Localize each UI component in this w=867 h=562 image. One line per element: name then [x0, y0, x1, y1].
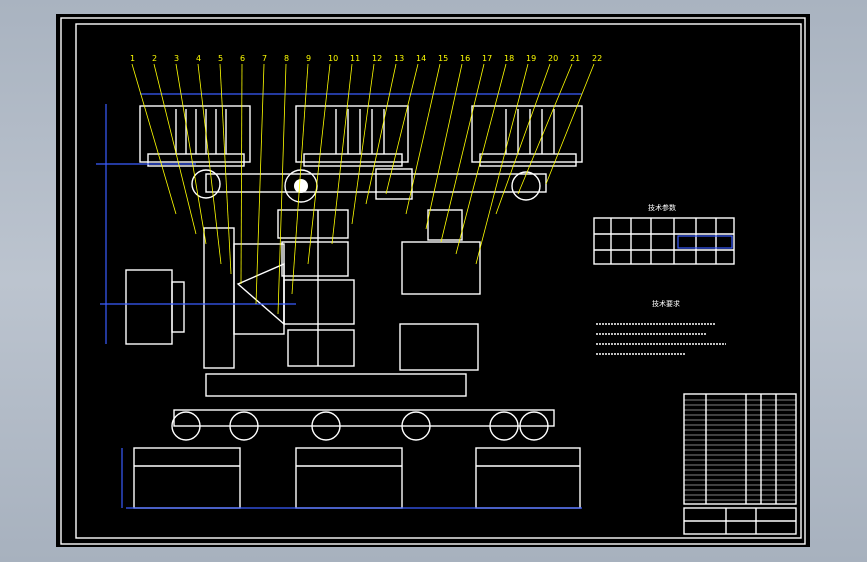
part-number-label: 10 [328, 54, 338, 63]
leader-line [197, 63, 222, 265]
sheet-border-outer [60, 17, 806, 545]
leader-line [175, 63, 207, 245]
leader-line [385, 63, 419, 195]
part-number-label: 3 [174, 54, 179, 63]
top-gearbox-left [139, 105, 251, 167]
leader-line [455, 63, 507, 255]
leader-line [131, 63, 177, 215]
part-number-label: 7 [262, 54, 267, 63]
leader-line [307, 63, 331, 265]
top-gearbox-center [295, 105, 409, 167]
leader-line [291, 63, 309, 295]
leader-line [517, 63, 573, 195]
part-number-label: 14 [416, 54, 426, 63]
sheet-border-inner [75, 23, 802, 539]
part-number-label: 19 [526, 54, 536, 63]
part-number-label: 8 [284, 54, 289, 63]
right-drum-upper [401, 209, 481, 295]
part-number-label: 5 [218, 54, 223, 63]
bottom-box-right [475, 447, 581, 509]
bottom-box-left [133, 447, 241, 509]
top-gearbox-right [471, 105, 583, 167]
part-number-label: 12 [372, 54, 382, 63]
part-number-label: 15 [438, 54, 448, 63]
leader-line [277, 63, 287, 315]
leader-line [153, 63, 197, 235]
lower-drive-shaft [171, 373, 555, 441]
dimension-lines [96, 93, 582, 509]
part-number-label: 6 [240, 54, 245, 63]
upper-drive-shaft [191, 168, 547, 203]
leader-line [425, 63, 463, 230]
tech-reqs-block: 技术要求 [596, 299, 726, 355]
leader-line [365, 63, 397, 205]
leader-line [545, 63, 595, 185]
part-number-label: 18 [504, 54, 514, 63]
leader-line [255, 63, 265, 305]
central-gear-train [203, 209, 355, 369]
leader-line [405, 63, 441, 215]
part-number-label: 22 [592, 54, 602, 63]
part-number-label: 16 [460, 54, 470, 63]
part-number-label: 13 [394, 54, 404, 63]
leader-line [331, 63, 353, 245]
part-number-label: 21 [570, 54, 580, 63]
leader-line [475, 63, 529, 265]
part-number-label: 20 [548, 54, 558, 63]
part-number-label: 4 [196, 54, 201, 63]
leader-line [351, 63, 375, 225]
leader-line [219, 63, 232, 275]
part-number-label: 1 [130, 54, 135, 63]
left-motor [125, 269, 185, 345]
parts-list-table [683, 393, 797, 505]
leader-line [440, 63, 485, 243]
leader-line [240, 63, 243, 285]
part-number-label: 9 [306, 54, 311, 63]
leader-line [495, 63, 551, 215]
tech-params-title: 技术参数 [648, 203, 676, 212]
bottom-box-center [295, 447, 403, 509]
part-number-label: 17 [482, 54, 492, 63]
part-number-label: 2 [152, 54, 157, 63]
tech-params-block: 技术参数 [593, 203, 735, 265]
right-drum-lower [399, 323, 479, 371]
part-number-label: 11 [350, 54, 360, 63]
tech-reqs-title: 技术要求 [652, 299, 680, 308]
title-block [683, 507, 797, 535]
